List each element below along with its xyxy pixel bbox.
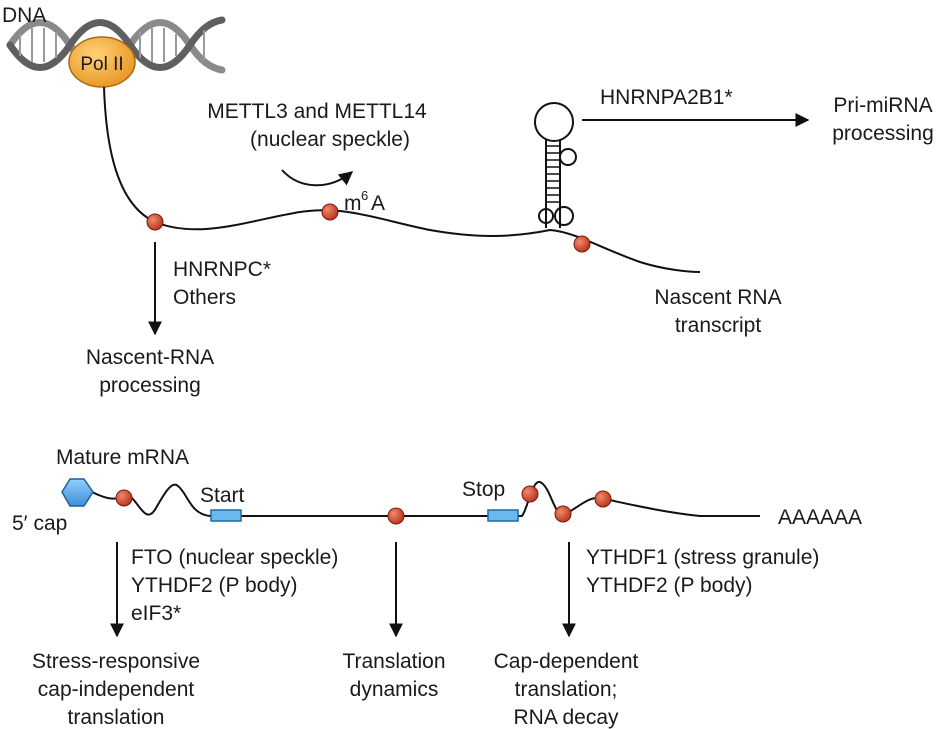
cap-dependent-label-3: RNA decay: [513, 706, 619, 729]
m6a-site-top-3: [573, 235, 591, 253]
m6a-site-top-2: [321, 203, 339, 221]
writers-label-1: METTL3 and METTL14: [207, 100, 427, 123]
cap-label: 5′ cap: [12, 512, 67, 535]
start-codon-box: [210, 509, 242, 522]
mature-mrna-strand: [91, 481, 760, 517]
stress-label-1: Stress-responsive: [32, 650, 200, 673]
start-label: Start: [200, 484, 245, 507]
cap-dependent-label-2: translation;: [515, 678, 618, 701]
stem-loop-hairpin: [534, 102, 577, 228]
svg-text:A: A: [371, 192, 385, 215]
m6a-site-3utr-1: [521, 485, 539, 503]
m6a-site-cds: [387, 507, 405, 525]
nascent-processing-label-1: Nascent-RNA: [86, 346, 214, 369]
dna-label: DNA: [2, 4, 46, 27]
ythdf2-label-right: YTHDF2 (P body): [586, 574, 753, 597]
nascent-rna-label-2: transcript: [675, 314, 762, 337]
pri-mirna-label-2: processing: [832, 122, 934, 145]
m6a-site-5utr: [115, 489, 133, 507]
pri-mirna-label-1: Pri-miRNA: [833, 94, 932, 117]
stress-label-2: cap-independent: [38, 678, 195, 701]
nascent-processing-label-2: processing: [99, 374, 201, 397]
hnrnpc-label: HNRNPC*: [173, 258, 271, 281]
m6a-label: m 6 A: [344, 188, 385, 215]
fto-label: FTO (nuclear speckle): [131, 546, 338, 569]
m6a-site-3utr-3: [594, 490, 612, 508]
polya-tail-label: AAAAAA: [778, 506, 862, 529]
others-label: Others: [173, 286, 236, 309]
writers-curved-arrow: [281, 169, 354, 187]
stress-label-3: translation: [68, 706, 165, 729]
ythdf2-label-left: YTHDF2 (P body): [131, 574, 298, 597]
writers-label-2: (nuclear speckle): [250, 128, 410, 151]
five-prime-cap-icon: [61, 478, 94, 507]
svg-text:m: m: [344, 192, 362, 215]
dna-helix: [6, 16, 226, 74]
mature-mrna-label: Mature mRNA: [56, 446, 189, 469]
stop-label: Stop: [462, 478, 505, 501]
dynamics-label-2: dynamics: [350, 678, 439, 701]
stop-codon-box: [487, 509, 519, 522]
svg-text:6: 6: [361, 188, 368, 203]
nascent-rna-label-1: Nascent RNA: [654, 286, 781, 309]
cap-dependent-label-1: Cap-dependent: [494, 650, 639, 673]
ythdf1-label: YTHDF1 (stress granule): [586, 546, 819, 569]
dynamics-label-1: Translation: [342, 650, 445, 673]
m6a-site-3utr-2: [554, 505, 572, 523]
pol-ii-label: Pol II: [80, 54, 123, 75]
hnrnpa2b1-label: HNRNPA2B1*: [600, 86, 733, 109]
pol-ii-enzyme: Pol II: [68, 36, 136, 88]
eif3-label: eIF3*: [131, 602, 181, 625]
m6a-site-top-1: [146, 213, 164, 231]
